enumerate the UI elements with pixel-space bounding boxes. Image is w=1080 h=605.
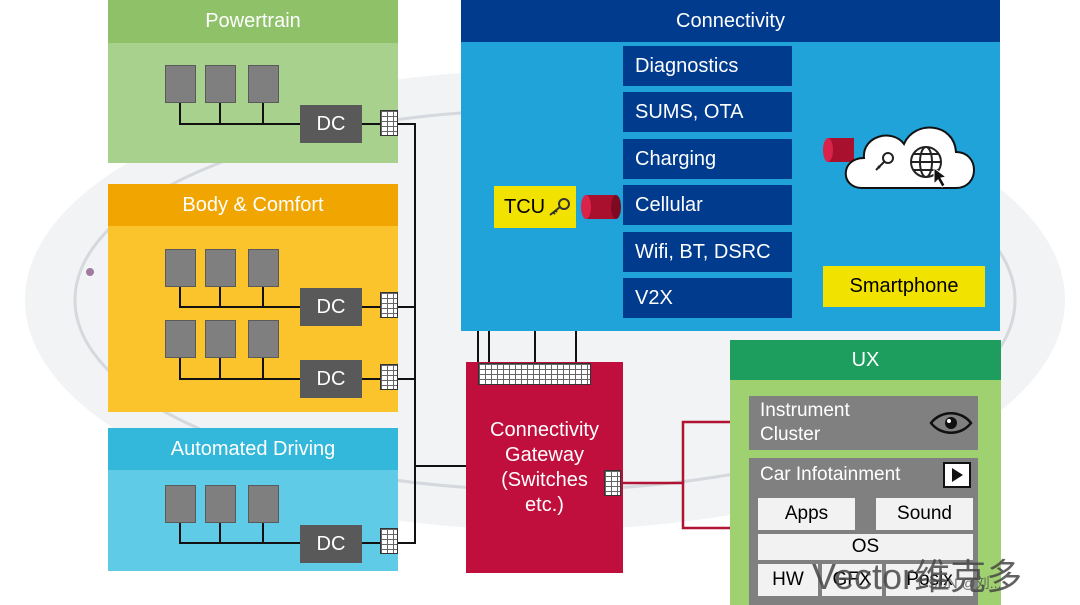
body-ecu-1 xyxy=(165,249,196,287)
ad-dc: DC xyxy=(300,525,362,563)
sound-box: Sound xyxy=(876,498,973,530)
body-ecu-3 xyxy=(248,249,279,287)
tcu-label: TCU xyxy=(504,195,546,218)
instrument-cluster-box: Instrument Cluster xyxy=(749,396,978,450)
tunnel-icon xyxy=(581,195,621,219)
connectivity-item-sums-ota: SUMS, OTA xyxy=(623,92,792,132)
ux-title: UX xyxy=(730,340,1001,380)
body-ecu-2 xyxy=(205,249,236,287)
body-dc-2: DC xyxy=(300,360,362,398)
body-firewall-1-icon xyxy=(380,292,398,318)
watermark-cn: 维克多 xyxy=(914,556,1023,597)
gateway-firewall-side-icon xyxy=(604,470,621,496)
powertrain-ecu-3 xyxy=(248,65,279,103)
connectivity-item-diagnostics: Diagnostics xyxy=(623,46,792,86)
instrument-cluster-label: Instrument Cluster xyxy=(760,400,850,445)
body-ecu-5 xyxy=(205,320,236,358)
ad-ecu-3 xyxy=(248,485,279,523)
posix-box: Posix xyxy=(886,564,973,596)
ad-ecu-1 xyxy=(165,485,196,523)
play-icon xyxy=(943,462,971,488)
connectivity-item-wifi-bt-dsrc: Wifi, BT, DSRC xyxy=(623,232,792,272)
infotainment-label: Car Infotainment xyxy=(760,464,901,485)
connectivity-item-v2x: V2X xyxy=(623,278,792,318)
powertrain-dc: DC xyxy=(300,105,362,143)
automated-driving-title: Automated Driving xyxy=(108,428,398,470)
gateway-box xyxy=(466,362,623,573)
powertrain-ecu-1 xyxy=(165,65,196,103)
gfx-box: GFX xyxy=(822,564,882,596)
watermark-small: CSDN @刘... xyxy=(918,575,1002,591)
cloud-icon xyxy=(823,126,975,189)
ad-firewall-icon xyxy=(380,528,398,554)
powertrain-title: Powertrain xyxy=(108,0,398,43)
body-ecu-4 xyxy=(165,320,196,358)
connectivity-title: Connectivity xyxy=(461,0,1000,42)
eye-icon xyxy=(929,412,973,434)
body-firewall-2-icon xyxy=(380,364,398,390)
watermark: Vector维克多 xyxy=(812,548,1042,598)
globe-icon xyxy=(910,146,942,178)
powertrain-ecu-2 xyxy=(205,65,236,103)
powertrain-firewall-icon xyxy=(380,110,398,136)
key-icon-cloud xyxy=(875,152,894,171)
watermark-brand: Vector xyxy=(812,556,915,597)
body-dc-1: DC xyxy=(300,288,362,326)
gateway-firewall-top-icon xyxy=(478,363,591,385)
smartphone-box: Smartphone xyxy=(823,266,985,307)
hw-box: HW xyxy=(758,564,818,596)
connectivity-item-charging: Charging xyxy=(623,139,792,179)
gateway-label: Connectivity Gateway (Switches etc.) xyxy=(490,419,599,516)
connectivity-item-cellular: Cellular xyxy=(623,185,792,225)
body-comfort-title: Body & Comfort xyxy=(108,184,398,226)
body-ecu-6 xyxy=(248,320,279,358)
ad-ecu-2 xyxy=(205,485,236,523)
key-icon xyxy=(549,198,571,216)
os-box: OS xyxy=(758,534,973,560)
tcu-box: TCU xyxy=(494,186,576,228)
apps-box: Apps xyxy=(758,498,855,530)
